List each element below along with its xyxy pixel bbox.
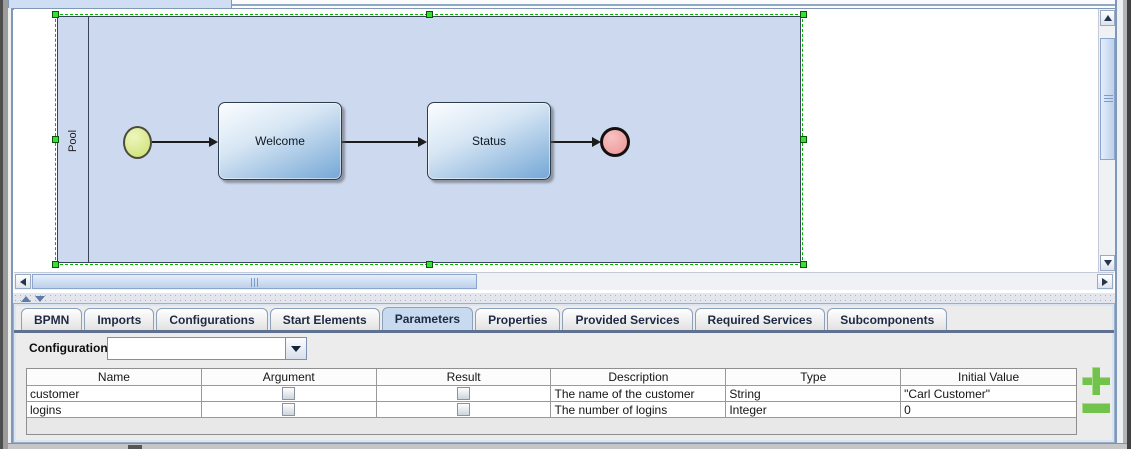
splitter-collapse-down-icon[interactable] (35, 296, 45, 302)
cell-result (376, 402, 552, 418)
cell-description[interactable]: The name of the customer (551, 386, 727, 402)
tab-imports[interactable]: Imports (84, 308, 155, 330)
column-header-result[interactable]: Result (376, 369, 552, 386)
properties-tabbar: BPMN Imports Configurations Start Elemen… (21, 307, 1107, 330)
combobox-dropdown-button[interactable] (285, 338, 306, 359)
pool-lane-divider (88, 16, 89, 263)
task-welcome[interactable]: Welcome (218, 102, 342, 180)
tab-required-services[interactable]: Required Services (694, 308, 826, 330)
parameters-table: Name Argument Result Description Type In… (26, 368, 1077, 435)
cell-type[interactable]: String (726, 386, 902, 402)
vertical-scrollbar[interactable] (1098, 9, 1115, 272)
add-parameter-button plus-icon[interactable] (1082, 367, 1110, 395)
cell-description[interactable]: The number of logins (551, 402, 727, 418)
task-status[interactable]: Status (427, 102, 551, 180)
thumb-grip-icon (1104, 95, 1113, 103)
remove-parameter-button minus-icon[interactable] (1082, 403, 1110, 413)
window-edge-left-grey (3, 0, 8, 449)
properties-panel: BPMN Imports Configurations Start Elemen… (13, 303, 1115, 443)
selection-outline (55, 14, 803, 265)
sequence-flow-3-arrowhead-icon (592, 137, 601, 147)
selection-handle-top-right[interactable] (800, 11, 807, 18)
start-event[interactable] (123, 126, 152, 159)
selection-handle-mid-left[interactable] (52, 136, 59, 143)
cell-initial-value[interactable]: 0 (901, 402, 1076, 418)
sequence-flow-2[interactable] (342, 141, 419, 143)
split-pane-divider[interactable] (13, 293, 1115, 303)
end-event[interactable] (600, 127, 630, 157)
window-bottom-fragment (128, 445, 142, 449)
arrow-left-icon[interactable] (15, 274, 31, 289)
cell-name[interactable]: customer (27, 386, 202, 402)
horizontal-scrollbar[interactable] (14, 272, 1114, 290)
splitter-collapse-up-icon[interactable] (21, 296, 31, 302)
task-status-label: Status (471, 134, 507, 148)
result-checkbox[interactable] (457, 403, 471, 416)
arrow-down-icon[interactable] (1100, 255, 1115, 271)
cell-initial-value[interactable]: "Carl Customer" (901, 386, 1076, 402)
window-edge-left-light (8, 0, 11, 443)
arrow-up-icon[interactable] (1100, 10, 1115, 26)
window-edge-right-dark (1127, 0, 1131, 449)
task-welcome-label: Welcome (255, 134, 305, 148)
selection-handle-bottom-mid[interactable] (426, 261, 433, 268)
cell-result (376, 386, 552, 402)
column-header-initial-value[interactable]: Initial Value (901, 369, 1076, 386)
selection-handle-bottom-right[interactable] (800, 261, 807, 268)
selection-handle-top-mid[interactable] (426, 11, 433, 18)
diagram-canvas[interactable]: Pool Welcome Status (14, 9, 1098, 271)
selection-handle-mid-right[interactable] (800, 136, 807, 143)
cell-name[interactable]: logins (27, 402, 202, 418)
sequence-flow-1[interactable] (152, 141, 210, 143)
selection-handle-top-left[interactable] (52, 11, 59, 18)
horizontal-scrollbar-thumb[interactable] (32, 274, 477, 289)
table-row[interactable]: customer The name of the customer String… (27, 386, 1076, 402)
sequence-flow-3[interactable] (551, 141, 593, 143)
argument-checkbox[interactable] (282, 403, 296, 416)
cell-type[interactable]: Integer (726, 402, 902, 418)
column-header-name[interactable]: Name (27, 369, 202, 386)
tab-parameters[interactable]: Parameters (381, 307, 474, 330)
chevron-down-icon (291, 345, 301, 352)
window-edge-left-dark (0, 0, 3, 449)
configuration-label: Configuration (29, 341, 108, 355)
thumb-grip-icon (251, 278, 259, 287)
cell-argument (201, 386, 377, 402)
selection-handle-bottom-left[interactable] (52, 261, 59, 268)
window-bottom-strip (8, 443, 1127, 449)
table-row[interactable]: logins The number of logins Integer 0 (27, 402, 1076, 418)
tab-subcomponents[interactable]: Subcomponents (827, 308, 948, 330)
column-header-description[interactable]: Description (551, 369, 727, 386)
editor-tab-active-partial[interactable] (8, 0, 232, 8)
table-header-row: Name Argument Result Description Type In… (27, 369, 1076, 386)
tab-provided-services[interactable]: Provided Services (562, 308, 693, 330)
cell-argument (201, 402, 377, 418)
column-header-type[interactable]: Type (726, 369, 902, 386)
configuration-combobox-value (108, 338, 285, 359)
editor-tabstrip-baseline (232, 4, 1115, 6)
window-edge-right-grey (1123, 0, 1127, 449)
tab-start-elements[interactable]: Start Elements (269, 308, 380, 330)
argument-checkbox[interactable] (282, 387, 296, 400)
sequence-flow-2-arrowhead-icon (418, 137, 427, 147)
tab-properties[interactable]: Properties (475, 308, 561, 330)
sequence-flow-1-arrowhead-icon (209, 137, 218, 147)
configuration-combobox[interactable] (107, 337, 307, 360)
tab-configurations[interactable]: Configurations (156, 308, 268, 330)
column-header-argument[interactable]: Argument (201, 369, 377, 386)
window-edge-right-light (1117, 0, 1123, 443)
vertical-scrollbar-thumb[interactable] (1100, 38, 1115, 160)
tab-bpmn[interactable]: BPMN (21, 308, 83, 330)
arrow-right-icon[interactable] (1097, 274, 1113, 289)
result-checkbox[interactable] (457, 387, 471, 400)
tabbar-underline (14, 330, 1114, 333)
